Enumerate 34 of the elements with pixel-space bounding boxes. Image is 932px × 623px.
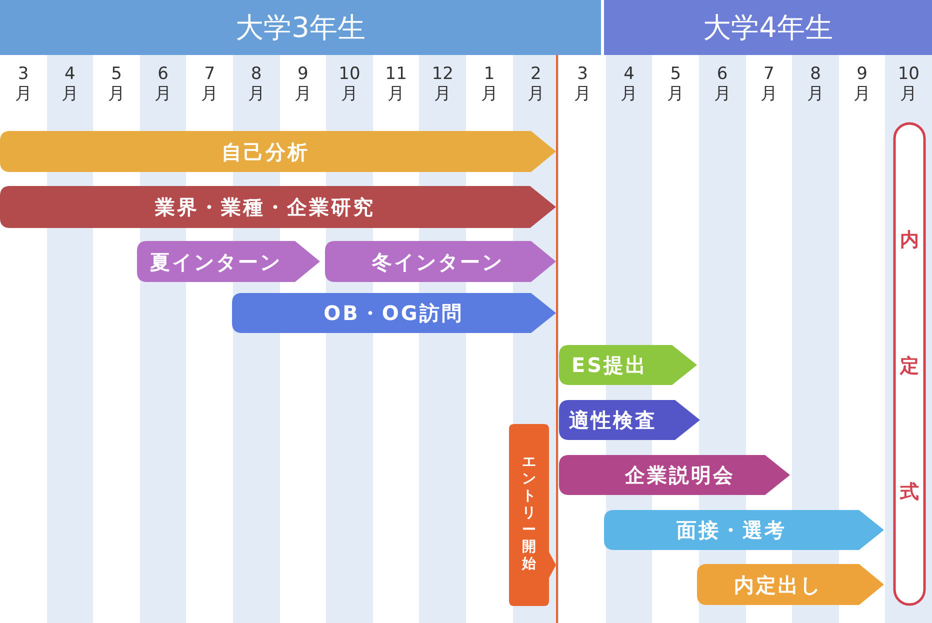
- month-label: 3月: [14, 64, 33, 104]
- period-label: 自己分析: [222, 140, 310, 162]
- month-label: 9月: [293, 64, 312, 104]
- month-label: 6月: [712, 64, 732, 104]
- vertical-label: エントリー開始: [522, 454, 536, 573]
- period-label: 面接・選考: [676, 519, 786, 541]
- period-label: 企業説明会: [625, 464, 735, 486]
- month-label: 12月: [430, 64, 454, 104]
- month-label: 7月: [759, 64, 778, 104]
- year-header: 大学4年生: [604, 0, 932, 55]
- month-label: 11月: [384, 64, 408, 104]
- month-label: 7月: [200, 64, 220, 104]
- month-label: 10月: [896, 64, 920, 104]
- month-label: 4月: [620, 64, 639, 104]
- month-label: 6月: [154, 64, 173, 104]
- month-label: 4月: [60, 64, 80, 104]
- month-label: 3月: [573, 64, 592, 104]
- period-label: ES提出: [571, 354, 648, 376]
- month-label: 10月: [338, 64, 362, 104]
- period-label: 夏インターン: [150, 250, 282, 272]
- month-label: 1月: [480, 64, 499, 104]
- month-label: 5月: [107, 64, 126, 104]
- year-header: 大学3年生: [0, 0, 601, 55]
- month-label: 2月: [526, 64, 546, 104]
- period-label: 冬インターン: [372, 250, 504, 272]
- month-label: 8月: [806, 64, 825, 104]
- vertical-label: 内定式: [900, 228, 920, 505]
- period-label: 適性検査: [569, 409, 657, 431]
- period-label: OB・OG訪問: [324, 302, 464, 324]
- period-label: 業界・業種・企業研究: [155, 196, 375, 218]
- period-label: 内定出し: [734, 574, 822, 596]
- month-label: 8月: [246, 64, 266, 104]
- month-label: 5月: [666, 64, 686, 104]
- month-label: 9月: [852, 64, 872, 104]
